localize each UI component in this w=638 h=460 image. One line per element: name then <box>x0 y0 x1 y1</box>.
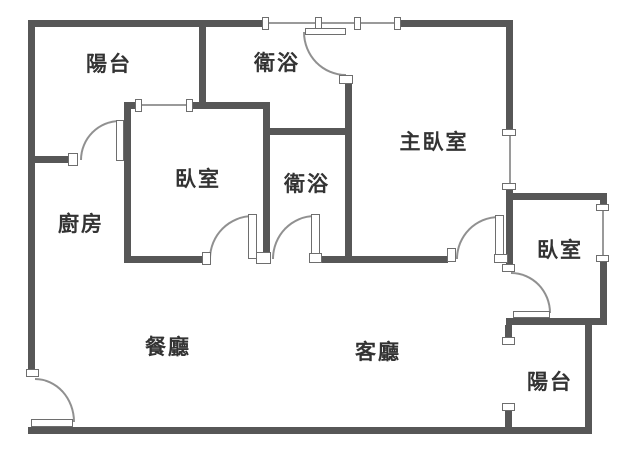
wall-outer-bottom <box>28 427 592 434</box>
door-leaf-balcony1 <box>116 120 124 161</box>
wall-bedroom-right-east-upper <box>600 193 607 209</box>
wall-master-right-lower <box>506 188 513 264</box>
door-swing-arc-bedroom-right <box>511 272 551 313</box>
door-jamb-bath-middle-west <box>256 252 271 264</box>
wall-south-bedroom1 <box>124 256 203 263</box>
wall-balcony2-west-upper <box>505 325 512 339</box>
wall-outer-top-left <box>28 20 265 27</box>
room-label-bedroom-left: 臥室 <box>175 167 221 191</box>
window-top-tick-1 <box>262 17 269 30</box>
door-swing-arc-bath-top <box>303 32 346 76</box>
room-label-living-room: 客廳 <box>355 340 401 364</box>
window-top-glass <box>265 22 397 24</box>
window-master-tick-1 <box>502 129 516 136</box>
window-bedroom1-tick-2 <box>186 99 193 112</box>
door-leaf-bedroom-right <box>513 311 550 318</box>
wall-bath2-top <box>263 128 352 135</box>
door-leaf-bath-top <box>305 28 346 35</box>
wall-south-middle <box>320 256 448 263</box>
wall-bedroom1-west <box>124 102 131 263</box>
wall-balcony1-east <box>199 20 206 109</box>
room-label-balcony-bottom-right: 陽台 <box>527 370 573 394</box>
door-jamb-bedroom-right <box>502 264 515 272</box>
wall-bedroom1-bath-divider <box>263 102 270 256</box>
window-top-tick-4 <box>394 17 401 30</box>
window-bedroom1-tick-1 <box>135 99 142 112</box>
door-jamb-master-west <box>447 248 456 262</box>
wall-bedroom1-top-a <box>124 102 140 109</box>
door-swing-arc-balcony1 <box>80 120 120 160</box>
window-bedroom1-glass <box>140 104 188 106</box>
wall-bedroom-right-bottom <box>506 318 607 325</box>
door-swing-arc-master <box>456 216 499 259</box>
door-jamb-bath-middle-hinge <box>309 253 322 263</box>
wall-balcony2-east <box>585 323 592 434</box>
wall-bedroom-right-east-lower <box>600 259 607 325</box>
window-bedroom-right-tick-2 <box>596 255 609 262</box>
door-jamb-bedroom-left <box>202 252 211 265</box>
door-jamb-balcony1 <box>68 153 78 166</box>
room-label-bathroom-middle: 衛浴 <box>284 172 330 196</box>
wall-master-right-upper <box>506 20 513 133</box>
balcony2-opening-jamb-bottom <box>502 403 515 411</box>
room-label-kitchen: 廚房 <box>58 212 104 236</box>
door-swing-arc-bedroom-left <box>209 215 253 259</box>
room-label-bedroom-right: 臥室 <box>537 238 583 262</box>
door-leaf-entrance <box>31 419 73 427</box>
room-label-bathroom-top: 衛浴 <box>254 51 300 75</box>
room-label-balcony-top-left: 陽台 <box>86 52 132 76</box>
wall-outer-top-right <box>397 20 513 27</box>
door-jamb-entrance <box>26 369 39 377</box>
room-label-dining-room: 餐廳 <box>145 335 191 359</box>
door-jamb-bath-top <box>339 75 353 84</box>
door-jamb-master-hinge <box>494 254 508 263</box>
window-master-glass <box>509 133 511 186</box>
wall-master-west <box>345 82 352 263</box>
room-label-master-bedroom: 主臥室 <box>399 130 469 154</box>
balcony2-opening-jamb-top <box>502 337 515 345</box>
window-bedroom-right-tick-1 <box>596 204 609 211</box>
wall-outer-left <box>28 20 35 371</box>
window-master-tick-2 <box>502 183 516 190</box>
wall-bedroom-right-top <box>506 193 607 200</box>
wall-kitchen-stub <box>30 156 70 163</box>
window-bedroom-right-glass <box>602 209 604 258</box>
door-leaf-bedroom-left <box>248 214 257 259</box>
wall-balcony2-west-lower <box>505 410 512 434</box>
door-swing-arc-entrance <box>35 378 75 422</box>
wall-bedroom1-top-b <box>188 102 270 109</box>
window-top-tick-3 <box>354 17 361 30</box>
